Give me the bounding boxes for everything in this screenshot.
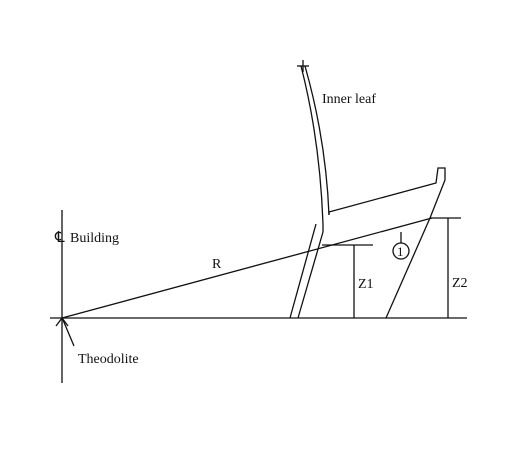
theodolite-pointer bbox=[62, 319, 75, 347]
inner-leaf-inner-edge bbox=[304, 65, 330, 216]
outer-column-edge bbox=[385, 217, 431, 319]
floor-slab-upper bbox=[328, 167, 446, 219]
inner-leaf-label: Inner leaf bbox=[322, 92, 376, 107]
inner-leaf-outer-edge bbox=[300, 65, 324, 225]
z2-label: Z2 bbox=[452, 276, 468, 291]
column-left-edge bbox=[289, 223, 317, 319]
column-right-edge bbox=[297, 231, 324, 319]
building-label: Building bbox=[70, 231, 119, 246]
marker-circle bbox=[392, 242, 410, 260]
z1-label: Z1 bbox=[358, 277, 374, 292]
marker-label: 1 bbox=[397, 244, 404, 259]
theodolite-label: Theodolite bbox=[78, 352, 139, 367]
centerline-symbol: ℄ bbox=[54, 230, 65, 246]
theodolite-arrowhead bbox=[55, 316, 69, 327]
radius-line bbox=[61, 217, 433, 319]
radius-label: R bbox=[212, 257, 222, 272]
